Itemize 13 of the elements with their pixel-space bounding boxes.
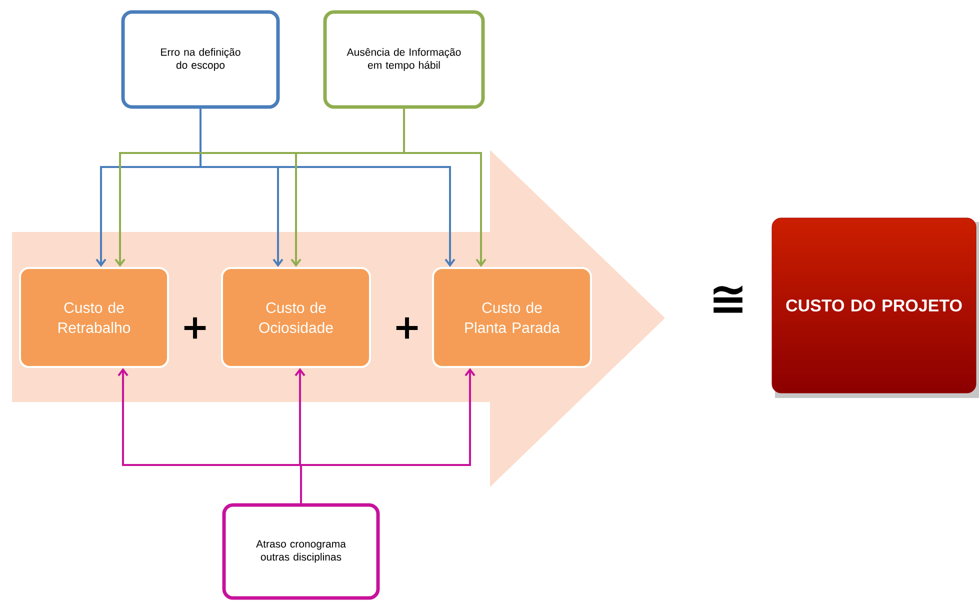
arrow xyxy=(200,108,456,267)
plus-sign: + xyxy=(184,317,206,339)
cause-box: Atraso cronograma outras disciplinas xyxy=(222,503,380,600)
cause-box: Erro na definição do escopo xyxy=(121,10,280,109)
cost-box: Custo de Ociosidade xyxy=(221,267,371,368)
arrow xyxy=(403,108,486,267)
cost-box: Custo de Planta Parada xyxy=(432,267,592,368)
cost-box: Custo de Retrabalho xyxy=(19,267,169,368)
result-box: CUSTO DO PROJETO xyxy=(772,218,976,394)
plus-sign: + xyxy=(396,317,418,339)
cause-box: Ausência de Informação em tempo hábil xyxy=(323,10,485,109)
arrow xyxy=(300,368,476,504)
congruence-symbol: ≅ xyxy=(714,286,742,313)
